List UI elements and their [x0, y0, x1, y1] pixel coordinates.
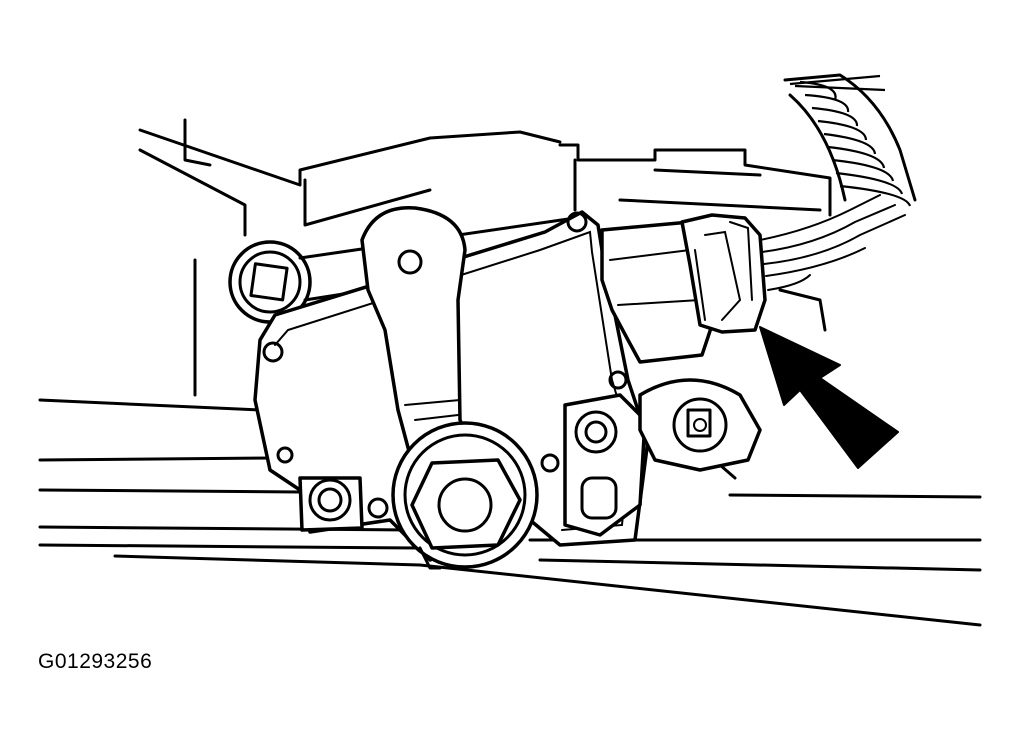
transmission-case [138, 118, 832, 397]
figure-code: G01293256 [38, 650, 153, 673]
arrow-icon [759, 326, 899, 469]
right-mount-bracket [563, 393, 647, 537]
lower-left-bolt [298, 476, 364, 532]
electrical-connector [600, 213, 767, 364]
rear-boss-bolt [638, 378, 762, 472]
lever-shaft-nut [391, 421, 539, 570]
wiring-harness [759, 73, 917, 291]
